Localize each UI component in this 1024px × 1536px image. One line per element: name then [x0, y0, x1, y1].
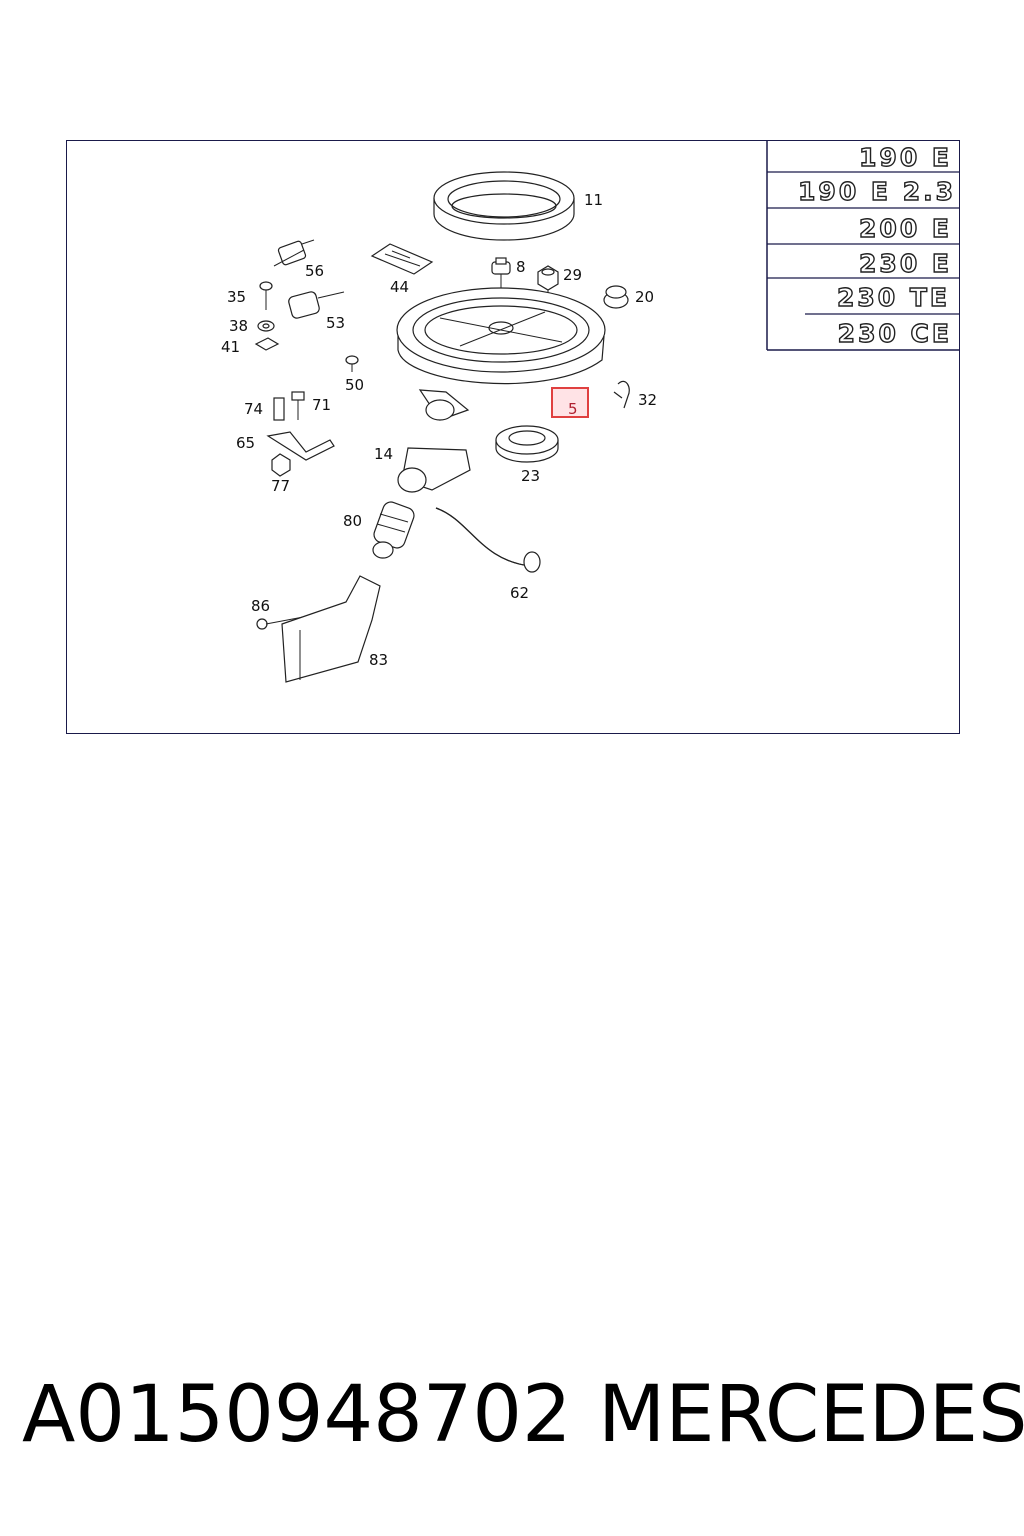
callout-86: 86 — [251, 597, 270, 615]
callout-62: 62 — [510, 584, 529, 602]
callout-44: 44 — [390, 278, 409, 296]
callout-35: 35 — [227, 288, 246, 306]
callout-23: 23 — [521, 467, 540, 485]
part-5-highlight — [551, 387, 589, 418]
callout-80: 80 — [343, 512, 362, 530]
badge-230ce: 230 CE — [838, 319, 952, 348]
part-62-pipe — [435, 507, 541, 573]
part-65-bracket — [266, 431, 335, 461]
callout-83: 83 — [369, 651, 388, 669]
diagram-frame — [66, 140, 960, 734]
part-56-sensor — [273, 239, 315, 267]
part-35-screw — [259, 281, 273, 310]
part-5-housing — [396, 287, 606, 421]
part-53-connector — [288, 291, 345, 319]
part-20-grommet — [603, 285, 629, 309]
badge-190e-2-3: 190 E 2.3 — [798, 177, 956, 206]
callout-41: 41 — [221, 338, 240, 356]
part-14-intake-duct — [397, 447, 471, 493]
callout-11: 11 — [584, 191, 603, 209]
callout-38: 38 — [229, 317, 248, 335]
part-32-clip — [613, 380, 630, 409]
part-44-label — [370, 243, 434, 275]
callout-56: 56 — [305, 262, 324, 280]
callout-20: 20 — [635, 288, 654, 306]
part-11-filter-element — [433, 171, 575, 241]
part-77-nut — [271, 453, 291, 477]
callout-65: 65 — [236, 434, 255, 452]
model-badge-table: 190 E 190 E 2.3 200 E 230 E 230 TE 230 C… — [766, 140, 960, 351]
badge-200e: 200 E — [859, 214, 952, 243]
badge-190e: 190 E — [859, 143, 952, 172]
part-71-bolt — [291, 391, 305, 420]
brand-name: MERCEDES — [598, 1370, 1024, 1460]
part-83-heat-shield — [281, 575, 381, 683]
callout-8: 8 — [516, 258, 526, 276]
badge-230e: 230 E — [859, 249, 952, 278]
parts-diagram: 190 E 190 E 2.3 200 E 230 E 230 TE 230 C… — [221, 140, 960, 683]
callout-53: 53 — [326, 314, 345, 332]
callout-71: 71 — [312, 396, 331, 414]
callout-50: 50 — [345, 376, 364, 394]
callout-29: 29 — [563, 266, 582, 284]
callout-77: 77 — [271, 477, 290, 495]
callout-74: 74 — [244, 400, 263, 418]
part-74-bolt — [273, 397, 285, 421]
part-number: A0150948702 — [22, 1370, 572, 1460]
part-23-seal-ring — [495, 425, 559, 463]
callout-14: 14 — [374, 445, 393, 463]
callout-5: 5 — [568, 400, 578, 418]
part-80-bellows — [372, 501, 415, 559]
part-38-washer — [257, 320, 275, 332]
part-41-clip-nut — [254, 337, 280, 351]
badge-230te: 230 TE — [837, 283, 950, 312]
callout-32: 32 — [638, 391, 657, 409]
part-50-plug — [345, 355, 359, 372]
